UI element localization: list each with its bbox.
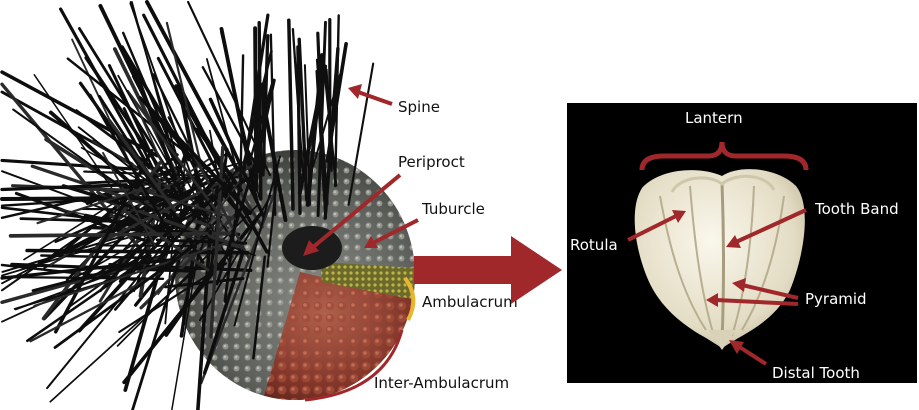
label-pyramid: Pyramid (805, 290, 867, 308)
label-spine: Spine (398, 98, 440, 116)
spine (103, 246, 195, 247)
label-periproct: Periproct (398, 153, 465, 171)
spine (255, 28, 256, 190)
spine (259, 81, 260, 172)
label-tuburcle: Tuburcle (421, 200, 485, 218)
label-ambulacrum: Ambulacrum (422, 293, 518, 311)
lantern-panel: Lantern Tooth Band Rotula Pyramid Distal… (567, 103, 917, 383)
label-lantern: Lantern (685, 109, 743, 127)
label-tooth-band: Tooth Band (814, 200, 899, 218)
label-rotula: Rotula (570, 236, 618, 254)
label-distal-tooth: Distal Tooth (772, 364, 860, 382)
label-inter-ambulacrum: Inter-Ambulacrum (374, 374, 509, 392)
